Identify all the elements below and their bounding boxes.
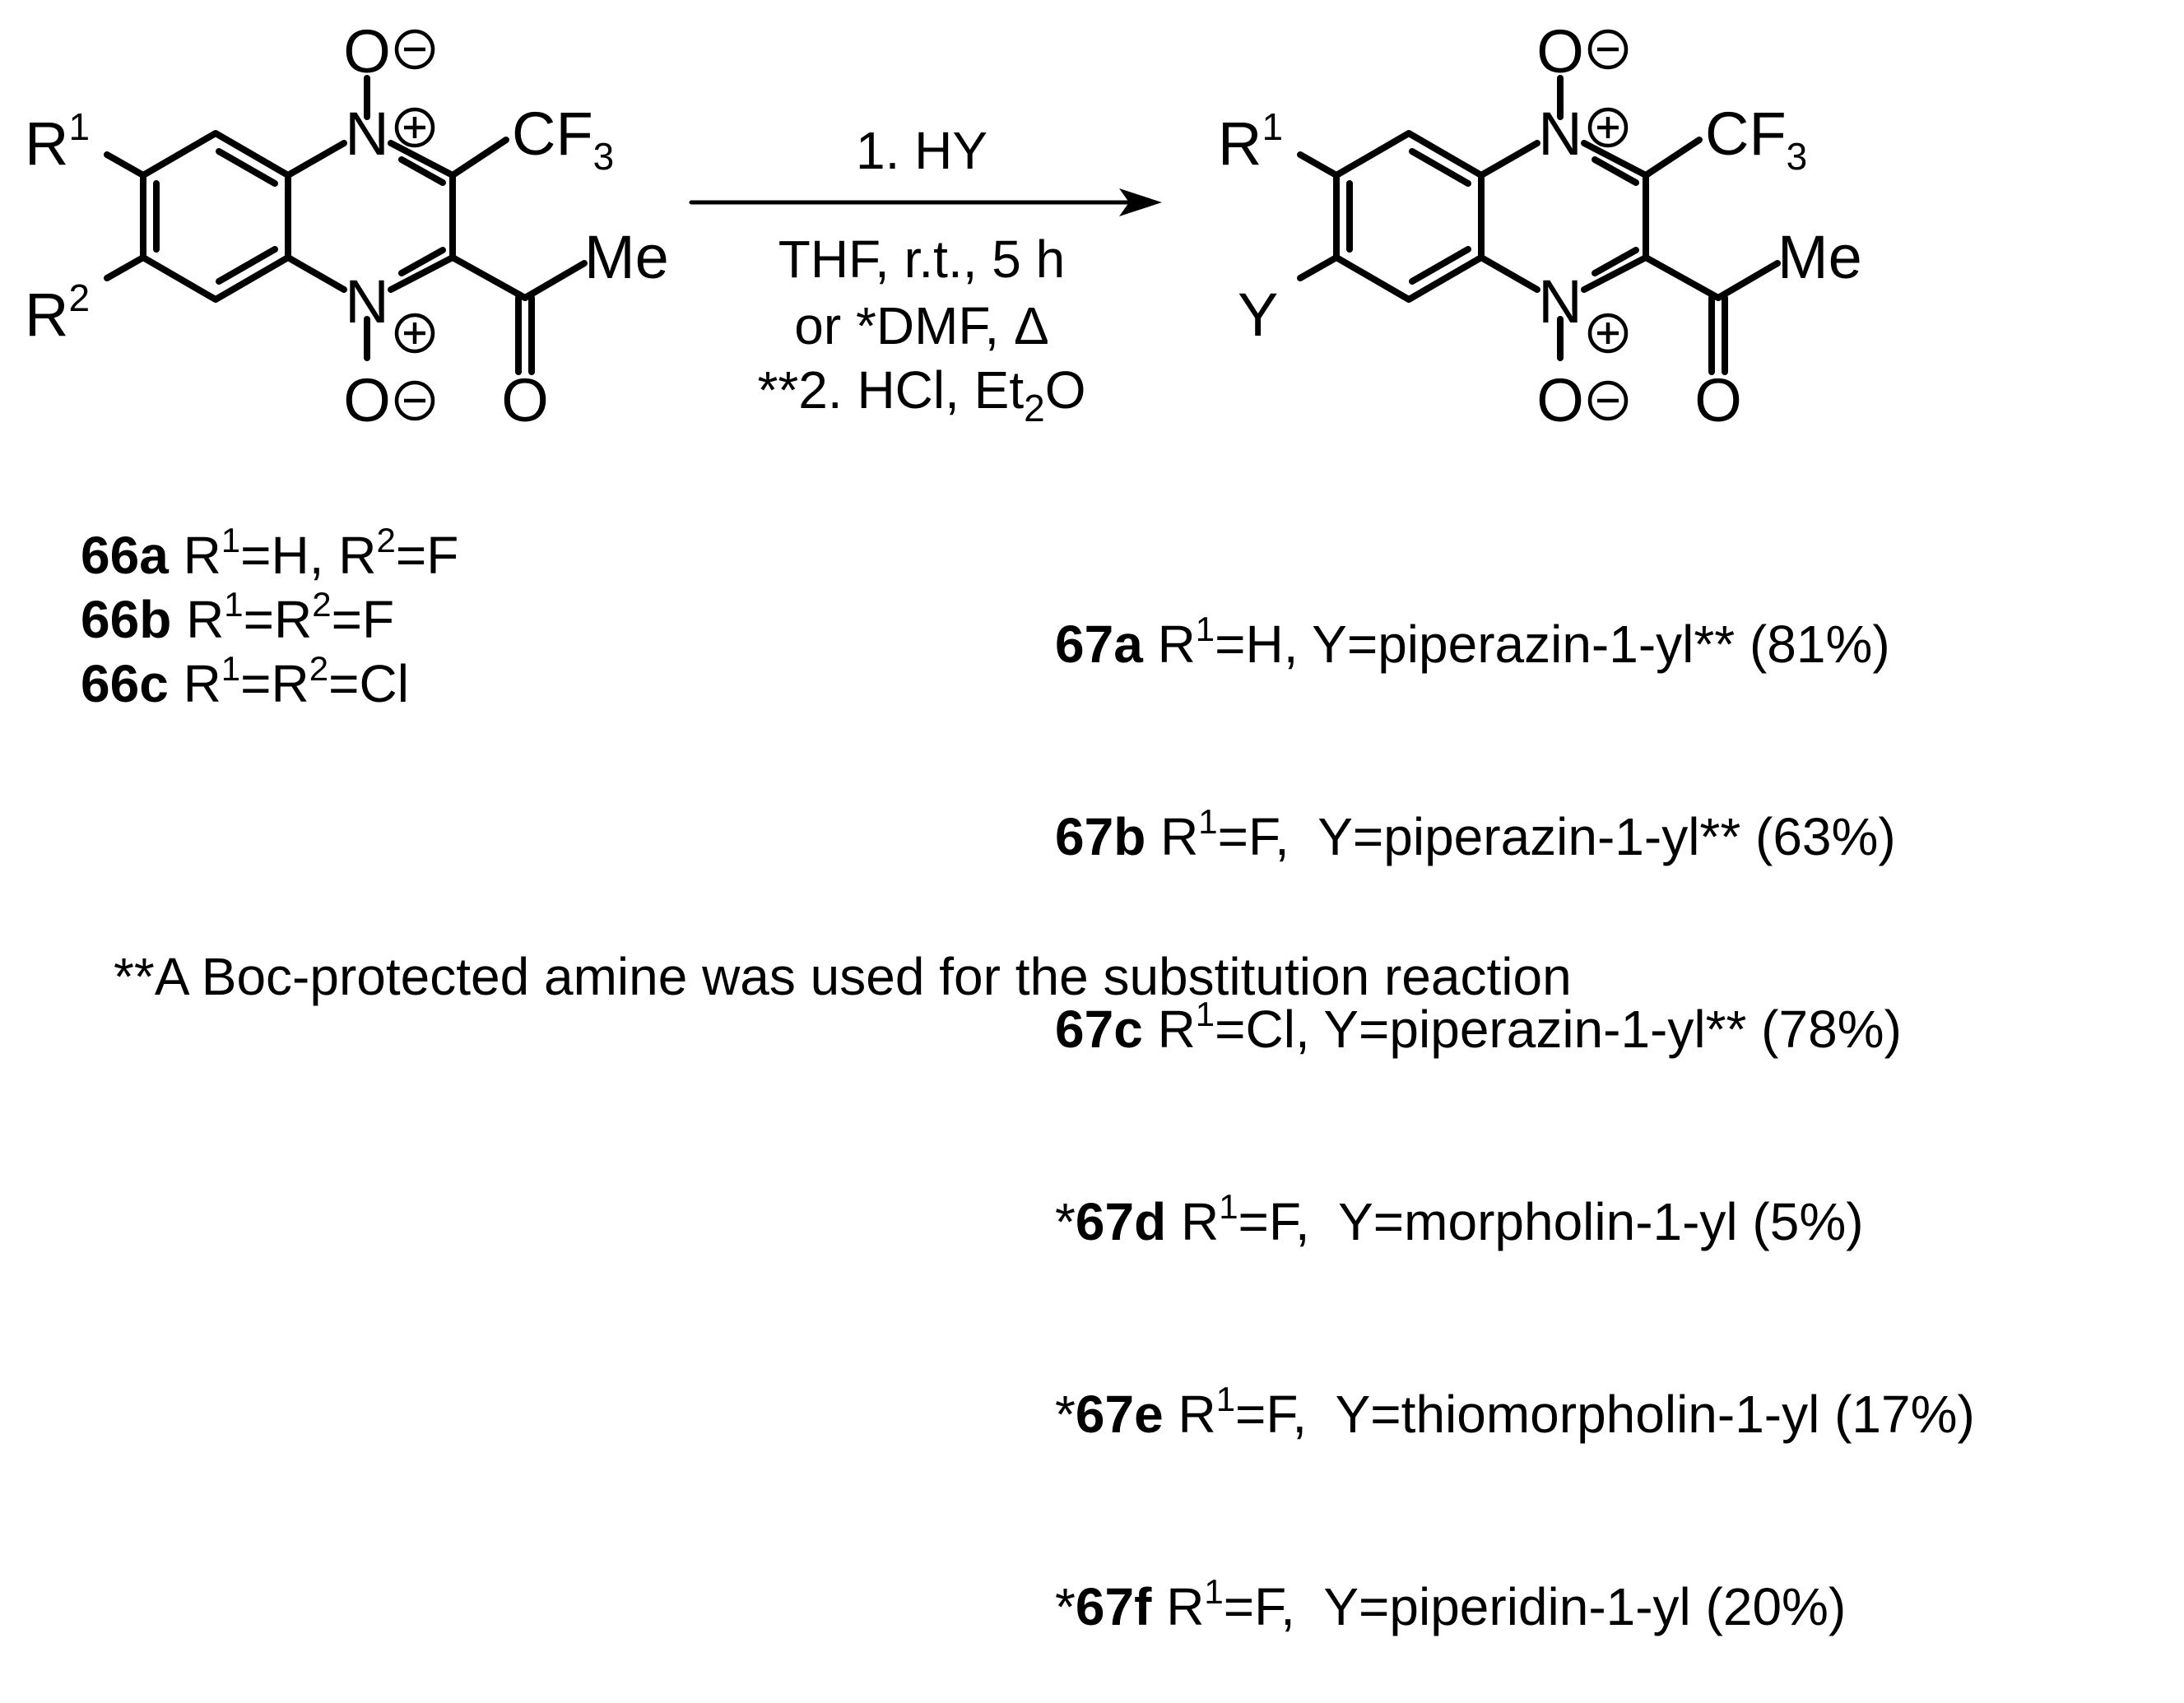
reaction-conditions: 1. HY THF, r.t., 5 h or *DMF, Δ **2. HCl…: [757, 121, 1085, 429]
positive-charge-icon: [1590, 109, 1626, 146]
list-item: *67d R1=F, Y=morpholin-1-yl (5%): [1055, 1186, 1864, 1251]
product-n-bottom: N: [1538, 267, 1582, 336]
reactant-r1-label: R1: [25, 105, 90, 178]
arrow-head-icon: [1119, 188, 1162, 216]
reactant-cf3-label: CF3: [512, 100, 614, 178]
list-item: 67a R1=H, Y=piperazin-1-yl** (81%): [1055, 609, 1890, 674]
product-carbonyl-o: O: [1694, 366, 1742, 434]
product-o-top: O: [1536, 17, 1584, 86]
list-item: 66a R1=H, R2=F: [81, 520, 459, 585]
negative-charge-icon: [397, 383, 433, 419]
reactant-o-bottom: O: [343, 366, 391, 434]
condition-line3: or *DMF, Δ: [794, 296, 1048, 355]
product-compound-list: 67a R1=H, Y=piperazin-1-yl** (81%) 67b R…: [1055, 484, 1975, 1703]
reactant-r2-label: R2: [25, 276, 90, 349]
positive-charge-icon: [1590, 315, 1626, 351]
product-bonds: [1297, 75, 1781, 375]
condition-line2: THF, r.t., 5 h: [778, 230, 1066, 289]
reactant-n-bottom: N: [345, 267, 388, 336]
list-item: 66b R1=R2=F: [81, 584, 395, 649]
list-item: 66c R1=R2=Cl: [81, 648, 409, 713]
product-methyl-label: Me: [1777, 223, 1862, 291]
negative-charge-icon: [397, 31, 433, 67]
reactant-atoms: R1 R2 N N O O O CF3 Me: [25, 17, 669, 434]
reaction-scheme: R1 R2 N N O O O CF3 Me 1. HY THF, r.t., …: [25, 17, 1862, 434]
list-item: *67f R1=F, Y=piperidin-1-yl (20%): [1055, 1571, 1847, 1636]
reactant-compound-list: 66a R1=H, R2=F 66b R1=R2=F 66c R1=R2=Cl: [81, 520, 459, 716]
reactant-carbonyl-o: O: [501, 366, 549, 434]
condition-step1: 1. HY: [856, 121, 987, 180]
reaction-arrow: [689, 188, 1162, 216]
product-y-label: Y: [1238, 281, 1278, 349]
product-r1-label: R1: [1218, 105, 1283, 178]
product-cf3-label: CF3: [1705, 100, 1807, 178]
list-item: *67e R1=F, Y=thiomorpholin-1-yl (17%): [1055, 1379, 1975, 1444]
reactant-structure: R1 R2 N N O O O CF3 Me: [25, 17, 669, 434]
product-atoms: R1 Y N N O O O CF3 Me: [1218, 17, 1862, 434]
negative-charge-icon: [1590, 31, 1626, 67]
product-n-top: N: [1538, 100, 1582, 168]
footnote: **A Boc-protected amine was used for the…: [114, 947, 1572, 1006]
product-structure: R1 Y N N O O O CF3 Me: [1218, 17, 1862, 434]
positive-charge-icon: [397, 315, 433, 351]
list-item: 67b R1=F, Y=piperazin-1-yl** (63%): [1055, 801, 1896, 866]
condition-line4: **2. HCl, Et2O: [757, 360, 1085, 429]
negative-charge-icon: [1590, 383, 1626, 419]
positive-charge-icon: [397, 109, 433, 146]
reactant-o-top: O: [343, 17, 391, 86]
reactant-bonds: [104, 75, 588, 375]
reactant-methyl-label: Me: [584, 223, 669, 291]
product-o-bottom: O: [1536, 366, 1584, 434]
reactant-n-top: N: [345, 100, 388, 168]
